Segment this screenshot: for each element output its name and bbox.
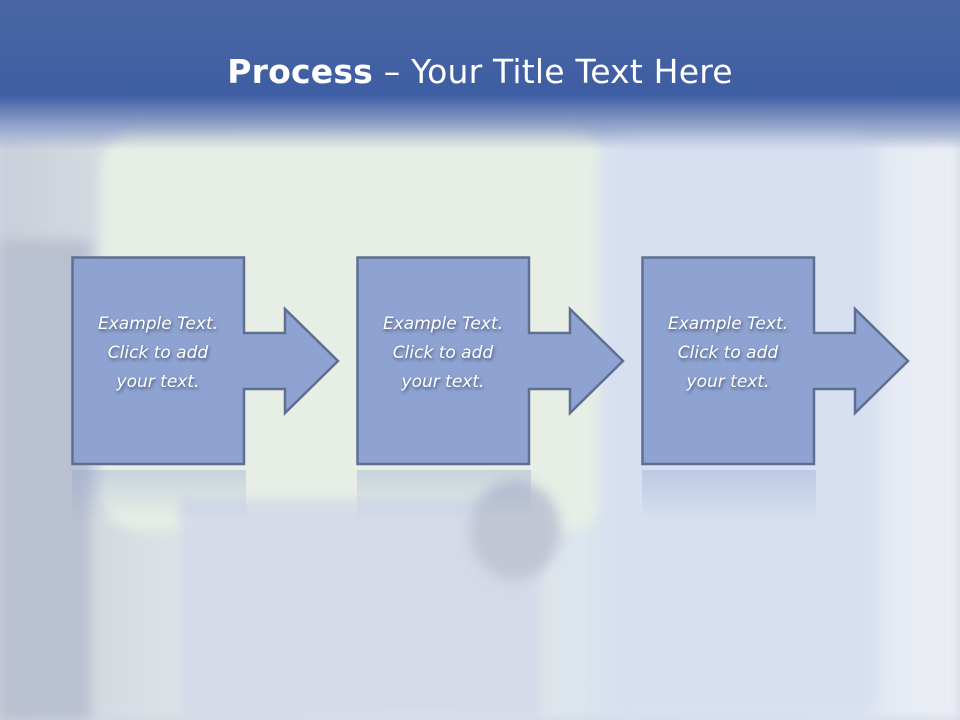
- process-step-1[interactable]: Example Text. Click to add your text.: [71, 256, 343, 468]
- step-text[interactable]: Example Text. Click to add your text.: [356, 310, 530, 397]
- process-step-3[interactable]: Example Text. Click to add your text.: [641, 256, 913, 468]
- step-text[interactable]: Example Text. Click to add your text.: [641, 310, 815, 397]
- slide-title[interactable]: Process – Your Title Text Here: [0, 52, 960, 91]
- step-line: your text.: [686, 372, 770, 392]
- step-line: Example Text.: [382, 314, 504, 334]
- step-line: your text.: [116, 372, 200, 392]
- step-text[interactable]: Example Text. Click to add your text.: [71, 310, 245, 397]
- reflection: [357, 470, 531, 520]
- reflection: [72, 470, 246, 520]
- step-line: your text.: [401, 372, 485, 392]
- reflection: [642, 470, 816, 520]
- arrow-box-shape: [356, 256, 625, 466]
- arrow-box-shape: [641, 256, 910, 466]
- step-line: Click to add: [392, 343, 494, 363]
- step-line: Example Text.: [667, 314, 789, 334]
- title-rest: – Your Title Text Here: [373, 52, 733, 91]
- process-step-2[interactable]: Example Text. Click to add your text.: [356, 256, 628, 468]
- step-line: Click to add: [677, 343, 779, 363]
- arrow-box-shape: [71, 256, 340, 466]
- step-line: Example Text.: [97, 314, 219, 334]
- title-bold: Process: [227, 52, 374, 91]
- title-bar: Process – Your Title Text Here: [0, 0, 960, 150]
- step-line: Click to add: [107, 343, 209, 363]
